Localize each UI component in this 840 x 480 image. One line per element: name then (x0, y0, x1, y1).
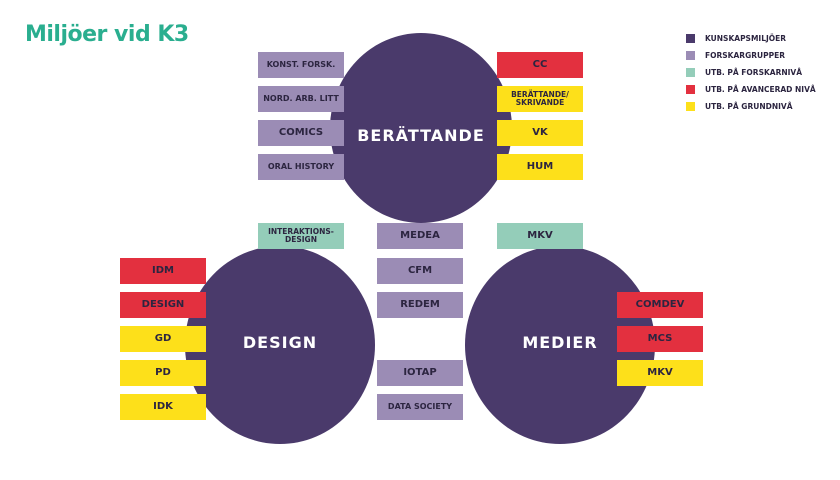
edu-cc: CC (497, 52, 583, 78)
page-title: Miljöer vid K3 (25, 22, 189, 47)
legend-label: FORSKARGRUPPER (705, 51, 785, 60)
edu-design: DESIGN (120, 292, 206, 318)
edu-gd: GD (120, 326, 206, 352)
edu-mkv-forskarniva: MKV (497, 223, 583, 249)
legend-forskargrupper: FORSKARGRUPPER (686, 51, 785, 60)
edu-interaktionsdesign: INTERAKTIONS- DESIGN (258, 223, 344, 249)
legend-kunskapsmiljoer: KUNSKAPSMILJÖER (686, 34, 786, 43)
circle-label-medier: MEDIER (522, 333, 598, 352)
circle-label-design: DESIGN (242, 333, 318, 352)
circle-berattande (330, 33, 512, 223)
legend-swatch (686, 34, 695, 43)
edu-idm: IDM (120, 258, 206, 284)
edu-idk: IDK (120, 394, 206, 420)
group-nord-arb-litt: NORD. ARB. LITT (258, 86, 344, 112)
group-oral-history: ORAL HISTORY (258, 154, 344, 180)
group-data-society: DATA SOCIETY (377, 394, 463, 420)
legend-label: UTB. PÅ FORSKARNIVÅ (705, 68, 803, 77)
legend-label: KUNSKAPSMILJÖER (705, 34, 787, 43)
edu-vk: VK (497, 120, 583, 146)
edu-mkv-grund: MKV (617, 360, 703, 386)
legend-label: UTB. PÅ AVANCERAD NIVÅ (705, 85, 816, 94)
legend-forskarniva: UTB. PÅ FORSKARNIVÅ (686, 68, 802, 77)
edu-pd: PD (120, 360, 206, 386)
circle-design (185, 246, 375, 444)
legend-avancerad-niva: UTB. PÅ AVANCERAD NIVÅ (686, 85, 816, 94)
legend-swatch (686, 51, 695, 60)
legend-swatch (686, 85, 695, 94)
group-cfm: CFM (377, 258, 463, 284)
group-konst-forsk: KONST. FORSK. (258, 52, 344, 78)
edu-berattande-skrivande: BERÄTTANDE/ SKRIVANDE (497, 86, 583, 112)
group-medea: MEDEA (377, 223, 463, 249)
edu-hum: HUM (497, 154, 583, 180)
edu-mcs: MCS (617, 326, 703, 352)
group-iotap: IOTAP (377, 360, 463, 386)
legend-swatch (686, 68, 695, 77)
group-redem: REDEM (377, 292, 463, 318)
edu-comdev: COMDEV (617, 292, 703, 318)
circle-label-berattande: BERÄTTANDE (357, 126, 485, 145)
group-comics: COMICS (258, 120, 344, 146)
legend-grundniva: UTB. PÅ GRUNDNIVÅ (686, 102, 793, 111)
legend-swatch (686, 102, 695, 111)
legend-label: UTB. PÅ GRUNDNIVÅ (705, 102, 793, 111)
